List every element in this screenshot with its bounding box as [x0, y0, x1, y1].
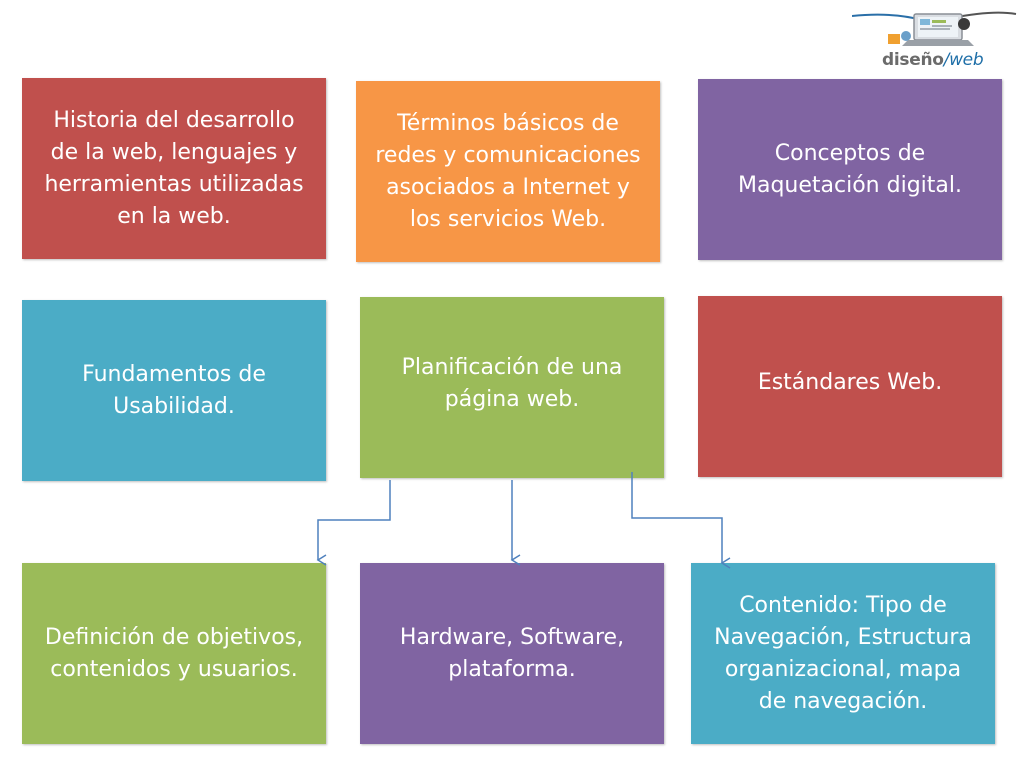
box-line: Fundamentos de	[82, 361, 266, 387]
box-line: herramientas utilizadas	[44, 171, 304, 197]
box-line: redes y comunicaciones	[375, 142, 641, 168]
box-line: asociados a Internet y	[386, 174, 630, 200]
box-line: Maquetación digital.	[738, 172, 962, 198]
box-line: Usabilidad.	[113, 393, 235, 419]
box-line: de la web, lenguajes y	[50, 139, 298, 165]
box-text: Contenido: Tipo de Navegación, Estructur…	[714, 590, 972, 718]
box-text: Planificación de una página web.	[402, 352, 623, 416]
box-line: en la web.	[117, 203, 231, 229]
box-text: Fundamentos de Usabilidad.	[82, 359, 266, 423]
box-line: Estándares Web.	[757, 370, 943, 395]
logo-text: diseño/web	[882, 50, 984, 70]
box-historia-web: Historia del desarrollo de la web, lengu…	[22, 78, 326, 259]
box-line: Definición de objetivos,	[44, 624, 304, 650]
box-contenido-navegacion: Contenido: Tipo de Navegación, Estructur…	[691, 563, 995, 744]
box-line: organizacional, mapa	[724, 656, 962, 682]
box-definicion-objetivos: Definición de objetivos, contenidos y us…	[22, 563, 326, 744]
box-line: Conceptos de	[774, 140, 926, 166]
connector-arrow-right	[631, 472, 731, 569]
box-text: Hardware, Software, plataforma.	[400, 622, 624, 686]
box-maquetacion: Conceptos de Maquetación digital.	[698, 79, 1002, 260]
box-line: contenidos y usuarios.	[50, 656, 298, 682]
box-text: Definición de objetivos, contenidos y us…	[45, 622, 303, 686]
logo-text-diseno: diseño	[882, 50, 944, 70]
connector-arrow-left	[316, 480, 391, 566]
box-text: Historia del desarrollo de la web, lengu…	[44, 105, 303, 233]
box-line: de navegación.	[758, 688, 928, 714]
box-planificacion: Planificación de una página web.	[360, 297, 664, 478]
box-line: plataforma.	[448, 656, 576, 682]
box-line: Contenido: Tipo de	[739, 592, 947, 618]
box-line: Términos básicos de	[397, 110, 619, 136]
box-line: página web.	[444, 387, 580, 412]
box-line: Historia del desarrollo	[53, 107, 295, 133]
diseno-web-logo: diseño/web	[851, 10, 1018, 72]
box-usabilidad: Fundamentos de Usabilidad.	[22, 300, 326, 481]
box-line: los servicios Web.	[409, 206, 607, 232]
logo-text-web: /web	[943, 50, 984, 70]
box-terminos-redes: Términos básicos de redes y comunicacion…	[356, 81, 660, 262]
box-line: Hardware, Software,	[399, 624, 625, 650]
box-line: Navegación, Estructura	[714, 624, 972, 650]
laptop-logo-icon	[851, 11, 1017, 46]
box-text: Estándares Web.	[758, 367, 942, 399]
box-hardware-software: Hardware, Software, plataforma.	[360, 563, 664, 744]
box-text: Conceptos de Maquetación digital.	[738, 138, 962, 202]
box-estandares: Estándares Web.	[698, 296, 1002, 477]
box-line: Planificación de una	[401, 355, 623, 380]
box-text: Términos básicos de redes y comunicacion…	[375, 108, 640, 236]
